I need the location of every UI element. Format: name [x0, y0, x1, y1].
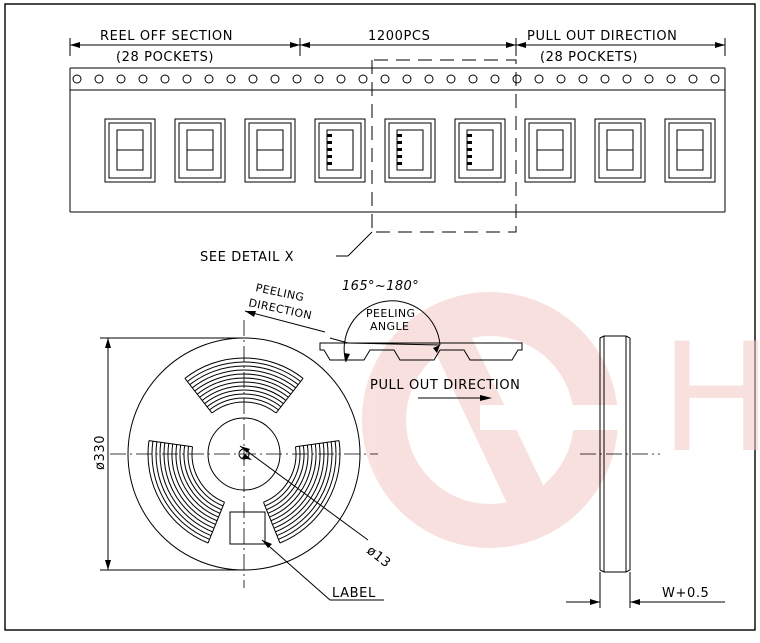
tape-pockets: [104, 118, 716, 183]
sprocket-hole: [94, 74, 104, 84]
reel-window: [263, 440, 341, 544]
sprocket-hole: [248, 74, 258, 84]
sprocket-hole: [424, 74, 434, 84]
reel-windows: [147, 357, 341, 544]
sprocket-hole: [380, 74, 390, 84]
watermark-logo: H: [362, 292, 760, 548]
detail-x-frame: SEE DETAIL X: [200, 59, 517, 265]
sprocket-hole: [226, 74, 236, 84]
sprocket-hole: [160, 74, 170, 84]
pull-out-direction-top-label: PULL OUT DIRECTION: [527, 29, 678, 44]
top-dimensions: REEL OFF SECTION (28 POCKETS) 1200PCS PU…: [69, 29, 726, 65]
sprocket-hole: [116, 74, 126, 84]
sprocket-hole: [688, 74, 698, 84]
sprocket-hole: [710, 74, 720, 84]
pocket-with-component: [454, 118, 506, 183]
width-tolerance-label: W+0.5: [662, 586, 709, 601]
label-area: [229, 511, 266, 545]
sprocket-hole: [138, 74, 148, 84]
sprocket-hole: [314, 74, 324, 84]
reel-window: [147, 440, 225, 544]
sprocket-hole: [292, 74, 302, 84]
empty-pocket: [524, 118, 576, 183]
sprocket-hole: [556, 74, 566, 84]
peeling-angle-range-label: 165°~180°: [342, 279, 419, 294]
sprocket-hole: [204, 74, 214, 84]
sprocket-holes: [72, 74, 720, 84]
pocket-with-component: [384, 118, 436, 183]
watermark-letter: H: [660, 312, 760, 486]
empty-pocket: [104, 118, 156, 183]
sprocket-hole: [72, 74, 82, 84]
reel-diameter-label: ø330: [93, 435, 108, 470]
reel-side-view: W+0.5: [566, 335, 725, 608]
sprocket-hole: [622, 74, 632, 84]
reel-window: [184, 357, 304, 414]
sprocket-hole: [182, 74, 192, 84]
sprocket-hole: [446, 74, 456, 84]
sprocket-hole: [534, 74, 544, 84]
quantity-label: 1200PCS: [368, 29, 430, 44]
empty-pocket: [174, 118, 226, 183]
peeling-angle-label-1: PEELING: [366, 307, 415, 320]
label-callout: LABEL: [332, 586, 376, 601]
sprocket-hole: [512, 74, 522, 84]
see-detail-label: SEE DETAIL X: [200, 250, 294, 265]
reel-off-pockets-label: (28 POCKETS): [116, 50, 214, 65]
pocket-with-component: [314, 118, 366, 183]
sprocket-hole: [644, 74, 654, 84]
sprocket-hole: [578, 74, 588, 84]
sprocket-hole: [490, 74, 500, 84]
sprocket-hole: [358, 74, 368, 84]
peeling-angle-label-2: ANGLE: [370, 320, 409, 333]
empty-pocket: [664, 118, 716, 183]
pull-out-pockets-label: (28 POCKETS): [540, 50, 638, 65]
sprocket-hole: [600, 74, 610, 84]
peeling-detail: 165°~180° PEELING DIRECTION PEELING ANGL…: [244, 279, 523, 401]
empty-pocket: [244, 118, 296, 183]
sprocket-hole: [402, 74, 412, 84]
hub-diameter-label: ø13: [364, 543, 394, 571]
pull-out-direction-label: PULL OUT DIRECTION: [370, 378, 521, 393]
sprocket-hole: [666, 74, 676, 84]
sprocket-hole: [336, 74, 346, 84]
sprocket-hole: [468, 74, 478, 84]
sprocket-hole: [270, 74, 280, 84]
drawing-border: [4, 3, 756, 631]
reel-front-view: ø330 ø13 LABEL: [93, 320, 393, 601]
reel-off-section-label: REEL OFF SECTION: [100, 29, 233, 44]
carrier-tape: [69, 67, 726, 213]
empty-pocket: [594, 118, 646, 183]
